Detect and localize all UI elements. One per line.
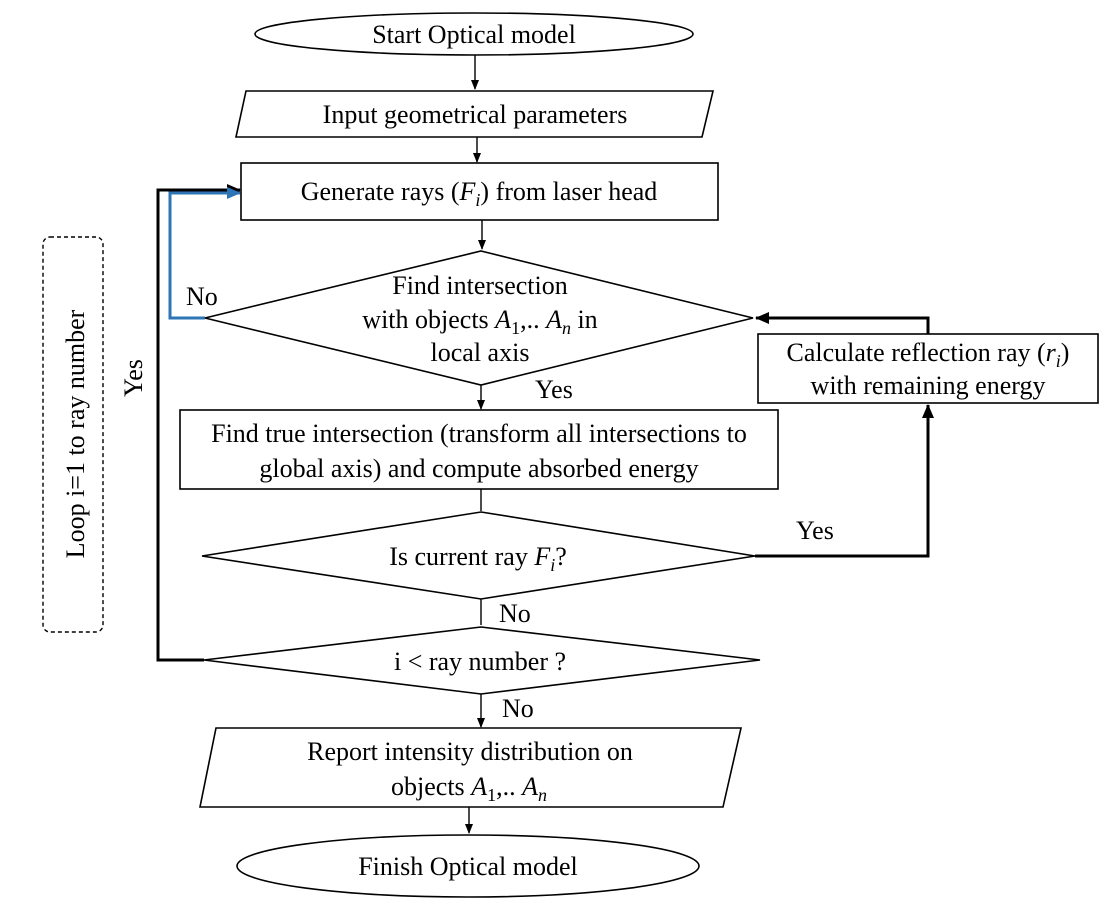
find-subn: n xyxy=(562,318,571,338)
find-line2-pre: with objects xyxy=(362,305,495,334)
generate-node: Generate rays (Fi) from laser head xyxy=(240,162,719,221)
generate-var: F xyxy=(459,177,477,206)
reflection-var: r xyxy=(1046,338,1057,367)
label-find-no: No xyxy=(186,282,218,311)
label-current-yes: Yes xyxy=(796,516,834,545)
reflection-line1: Calculate reflection ray (ri) xyxy=(787,338,1070,371)
report-a1: A xyxy=(469,772,487,801)
start-label: Start Optical model xyxy=(372,20,576,49)
find-line3: local axis xyxy=(431,338,530,367)
generate-post: ) from laser head xyxy=(480,177,657,206)
loop-box xyxy=(42,236,104,633)
true-intersection-node: Find true intersection (transform all in… xyxy=(179,409,779,490)
current-sub: i xyxy=(550,555,555,575)
reflection-sub: i xyxy=(1056,351,1061,371)
find-intersection-node: Find intersection with objects A1,.. An … xyxy=(204,250,754,386)
input-label: Input geometrical parameters xyxy=(323,100,628,129)
ray-number-label: i < ray number ? xyxy=(394,647,566,676)
input-node: Input geometrical parameters xyxy=(235,90,715,138)
label-current-no: No xyxy=(499,599,531,628)
finish-node: Finish Optical model xyxy=(236,834,700,898)
find-a1: A xyxy=(493,305,511,334)
connectors xyxy=(156,55,934,834)
reflection-pre: Calculate reflection ray ( xyxy=(787,338,1046,367)
current-ray-node: Is current ray Fi? xyxy=(201,511,756,600)
loop-label: Loop i=1 to ray number xyxy=(61,309,90,558)
report-node: Report intensity distribution on objects… xyxy=(199,727,743,808)
current-post: ? xyxy=(555,542,567,571)
report-line2: objects A1,.. An xyxy=(391,772,547,805)
finish-label: Finish Optical model xyxy=(358,852,578,881)
find-sub1: 1 xyxy=(511,318,520,338)
true-intersection-line1: Find true intersection (transform all in… xyxy=(211,419,747,448)
report-subn: n xyxy=(538,785,547,805)
find-line2: with objects A1,.. An in xyxy=(362,305,597,338)
report-pre: objects xyxy=(391,772,471,801)
find-an: A xyxy=(544,305,562,334)
arrow-current-yes-to-reflection xyxy=(755,404,934,558)
generate-sub: i xyxy=(475,190,480,210)
label-ray-no: No xyxy=(502,694,534,723)
label-loop-yes: Yes xyxy=(119,359,148,397)
current-pre: Is current ray xyxy=(389,542,534,571)
find-line2-post: in xyxy=(571,305,598,334)
report-sub1: 1 xyxy=(487,785,496,805)
start-node: Start Optical model xyxy=(254,12,694,56)
true-intersection-line2: global axis) and compute absorbed energy xyxy=(259,454,698,483)
generate-label: Generate rays (Fi) from laser head xyxy=(301,177,658,210)
reflection-line2: with remaining energy xyxy=(811,371,1046,400)
report-an: A xyxy=(520,772,538,801)
generate-pre: Generate rays ( xyxy=(301,177,460,206)
report-line1: Report intensity distribution on xyxy=(307,737,633,766)
arrow-find-no-to-generate xyxy=(168,187,241,320)
edge-labels: No Yes Yes No No Yes xyxy=(119,282,834,723)
find-sep: ,.. xyxy=(520,305,546,334)
current-var: F xyxy=(533,542,551,571)
reflection-node: Calculate reflection ray (ri) with remai… xyxy=(757,333,1099,404)
ray-number-node: i < ray number ? xyxy=(203,626,761,695)
arrow-reflection-to-find xyxy=(755,312,930,334)
label-find-yes: Yes xyxy=(535,375,573,404)
current-ray-label: Is current ray Fi? xyxy=(389,542,567,575)
report-sep: ,.. xyxy=(496,772,522,801)
find-line1: Find intersection xyxy=(392,271,567,300)
loop-annotation: Loop i=1 to ray number xyxy=(42,236,104,633)
arrow-loop-yes-to-generate xyxy=(156,184,241,662)
reflection-post: ) xyxy=(1061,338,1070,367)
